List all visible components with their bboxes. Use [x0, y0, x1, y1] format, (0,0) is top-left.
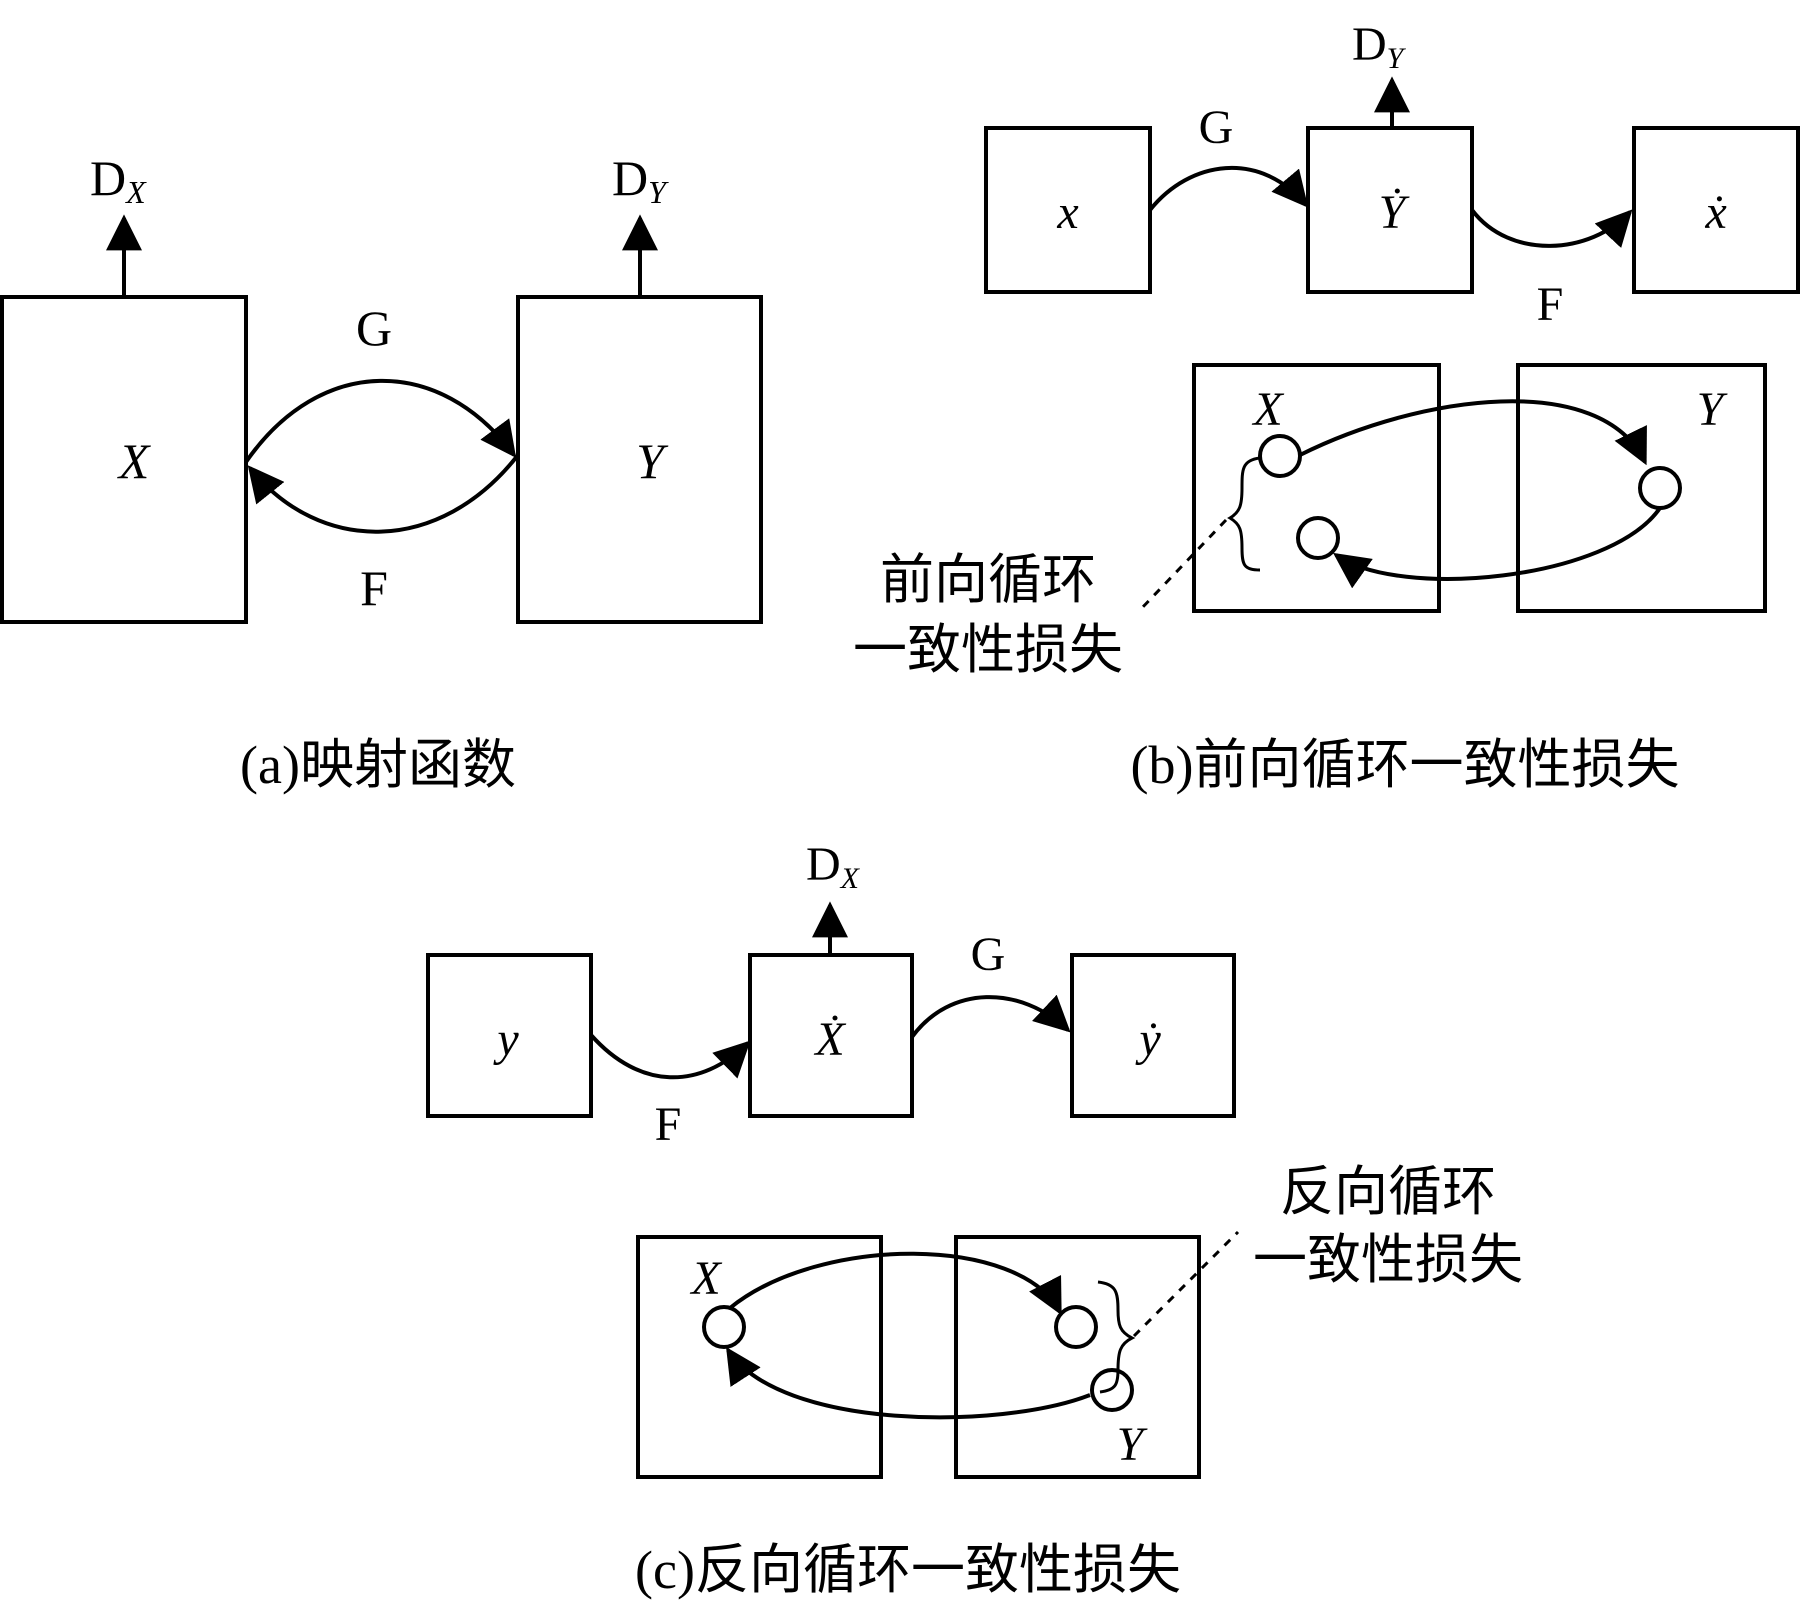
mapping-g-arrow: [910, 994, 1071, 1039]
loss-leader-line: [1132, 1230, 1240, 1338]
forward-f-arc: [1333, 506, 1662, 589]
domain-y-box: [954, 1235, 1201, 1479]
loss-brace: [1097, 1280, 1136, 1394]
sample-x-point: [1258, 434, 1302, 478]
mapping-f-arrow: [589, 1033, 751, 1080]
discriminator-y-label: DY: [612, 150, 669, 210]
mapping-g-label: G: [971, 928, 1006, 981]
discriminator-x-label: DX: [806, 838, 861, 895]
discriminator-y-label: DY: [1352, 18, 1407, 75]
mapping-f-label: F: [655, 1098, 682, 1151]
reconstructed-x-box: [1632, 126, 1800, 294]
domain-y-label: Y: [1117, 1418, 1148, 1471]
reconstructed-y-box: [1070, 953, 1236, 1118]
mapping-g-arrow: [1148, 165, 1309, 212]
mapping-g-arrow: [244, 378, 517, 464]
mapping-f-label: F: [360, 560, 388, 616]
domain-y-label: Y: [1697, 383, 1728, 436]
reconstructed-y-label: ẏ: [1135, 1013, 1161, 1066]
domain-y-label: Y: [636, 433, 669, 489]
domain-x-label: X: [117, 433, 152, 489]
loss-brace: [1227, 456, 1261, 572]
mapping-f-arrow: [1470, 208, 1633, 248]
loss-label-line2: 一致性损失: [853, 620, 1123, 680]
backward-g-arc: [728, 1251, 1062, 1316]
discriminator-x-label: DX: [90, 150, 147, 210]
panel-a: X Y DX DY G F (a)映射函数: [0, 150, 763, 795]
loss-label-line2: 一致性损失: [1253, 1230, 1523, 1290]
panel-b: x Ẏ ẋ DY G F X Y 前向循环 一致性损失 (b)前向循环一致性损失: [853, 18, 1800, 795]
generated-y-label: Ẏ: [1379, 186, 1410, 239]
panel-a-caption: (a)映射函数: [240, 735, 516, 795]
generated-x-label: Ẋ: [813, 1013, 846, 1066]
reconstructed-x-label: ẋ: [1704, 186, 1727, 239]
domain-y-box: [1516, 363, 1767, 613]
domain-x-label: X: [1251, 383, 1284, 436]
mapping-g-label: G: [356, 300, 392, 356]
panel-c-caption: (c)反向循环一致性损失: [635, 1540, 1181, 1600]
reconstructed-x-point: [1296, 516, 1340, 560]
sample-x-point: [702, 1305, 746, 1349]
backward-f-arc: [726, 1346, 1091, 1420]
domain-x-box: [1192, 363, 1441, 613]
panel-b-caption: (b)前向循环一致性损失: [1131, 735, 1680, 795]
domain-x-box: [636, 1235, 883, 1479]
reconstructed-y-point: [1054, 1305, 1098, 1349]
forward-g-arc: [1299, 399, 1647, 466]
loss-leader-line: [1138, 518, 1228, 612]
mapping-f-arrow: [247, 453, 520, 534]
input-y-label: y: [492, 1013, 519, 1066]
domain-x-label: X: [689, 1252, 722, 1305]
mapping-f-label: F: [1537, 278, 1564, 331]
sample-y-point: [1638, 466, 1682, 510]
mapping-g-label: G: [1199, 101, 1234, 154]
input-x-label: x: [1056, 186, 1078, 239]
loss-label-line1: 反向循环: [1280, 1162, 1496, 1222]
loss-label-line1: 前向循环: [880, 550, 1096, 610]
panel-c: y Ẋ ẏ DX F G X Y 反向循环 一致性损失 (c)反向循环一致性损失: [426, 838, 1523, 1600]
